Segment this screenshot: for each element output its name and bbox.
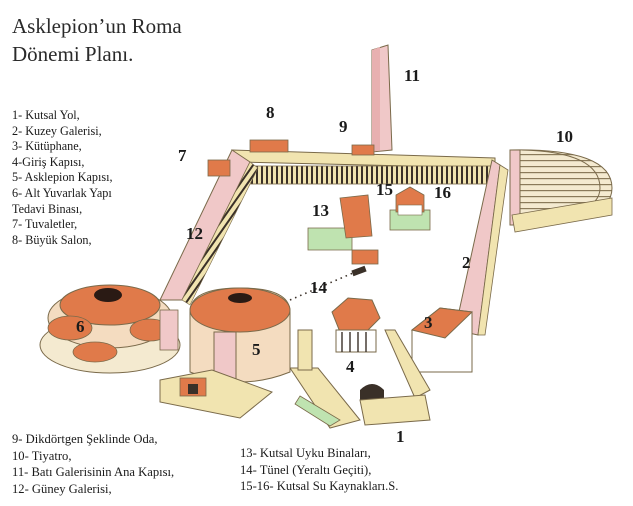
map-label-14: 14 <box>310 278 327 297</box>
map-label-7: 7 <box>178 146 187 165</box>
legend-item: 6- Alt Yuvarlak Yapı <box>12 185 112 200</box>
map-label-6: 6 <box>76 317 85 336</box>
legend-bottom-right: 13- Kutsal Uyku Binaları, 14- Tünel (Yer… <box>240 445 398 495</box>
central-temple <box>331 297 381 353</box>
map-label-13: 13 <box>312 201 329 220</box>
map-label-4: 4 <box>346 357 355 376</box>
map-label-16: 16 <box>434 183 451 202</box>
legend-bottom-left: 9- Dikdörtgen Şeklinde Oda, 10- Tiyatro,… <box>12 431 174 497</box>
title-line-1: Asklepion’un Roma <box>12 14 182 38</box>
legend-item: 7- Tuvaletler, <box>12 217 78 232</box>
round-treatment-building-6 <box>39 284 181 374</box>
west-gallery-gate-11 <box>371 44 393 153</box>
legend-item: 13- Kutsal Uyku Binaları, <box>240 446 371 460</box>
rectangular-room-9 <box>351 144 375 156</box>
tunnel-entrance <box>351 265 367 277</box>
sacred-way-1 <box>294 395 341 427</box>
asklepion-temple-5 <box>159 287 291 419</box>
legend-item: 14- Tünel (Yeraltı Geçiti), <box>240 462 372 477</box>
legend-item: 2- Kuzey Galerisi, <box>12 123 102 138</box>
legend-item: 12- Güney Galerisi, <box>12 481 112 496</box>
sacred-spring-15-16 <box>389 186 431 231</box>
legend-item: 11- Batı Galerisinin Ana Kapısı, <box>12 465 175 479</box>
map-label-2: 2 <box>462 253 471 272</box>
map-label-10: 10 <box>556 127 573 146</box>
legend-item: 9- Dikdörtgen Şeklinde Oda, <box>12 432 158 446</box>
north-colonnade <box>231 149 496 185</box>
south-gallery-12 <box>159 149 259 306</box>
map-label-8: 8 <box>266 103 275 122</box>
legend-item: Tedavi Binası, <box>12 201 83 216</box>
theatre-10 <box>509 149 613 233</box>
map-label-1: 1 <box>396 427 405 446</box>
toilets-7 <box>207 159 231 177</box>
legend-item: 10- Tiyatro, <box>12 448 72 463</box>
map-label-3: 3 <box>424 313 433 332</box>
legend-item: 15-16- Kutsal Su Kaynakları.S. <box>240 479 399 493</box>
map-label-11: 11 <box>404 66 421 85</box>
legend-item: 8- Büyük Salon, <box>12 232 92 247</box>
great-hall-8 <box>249 139 289 153</box>
legend-item: 4-Giriş Kapısı, <box>12 154 85 169</box>
courtyard-column <box>297 329 313 371</box>
legend-item: 5- Asklepion Kapısı, <box>12 170 113 185</box>
sleep-buildings-13 <box>307 194 379 265</box>
title-line-2: Dönemi Planı. <box>12 42 134 66</box>
map-label-12: 12 <box>186 224 203 243</box>
legend-item: 3- Kütüphane, <box>12 139 82 154</box>
east-gallery-2 <box>454 159 509 336</box>
legend-item: 1- Kutsal Yol, <box>12 108 80 122</box>
map-label-5: 5 <box>252 340 261 359</box>
map-label-9: 9 <box>339 117 348 136</box>
library-3 <box>410 307 474 373</box>
map-label-15: 15 <box>376 180 393 199</box>
legend-left: 1- Kutsal Yol, 2- Kuzey Galerisi, 3- Küt… <box>12 108 113 248</box>
entrance-gate-4 <box>289 329 431 429</box>
plan-title: Asklepion’un Roma Dönemi Planı. <box>12 12 182 68</box>
